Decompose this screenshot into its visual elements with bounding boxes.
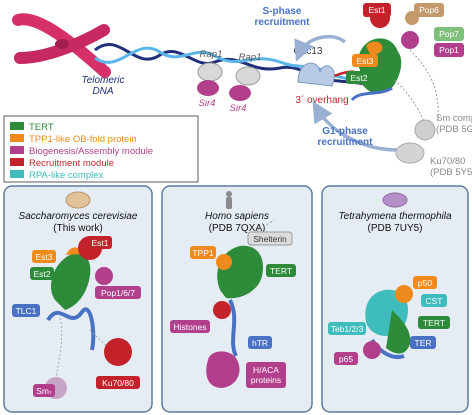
svg-text:Rap1: Rap1 [239,52,262,63]
tetrahymena-cell-icon [382,192,408,208]
legend-swatch [10,146,24,154]
svg-text:Ku70/80: Ku70/80 [102,378,134,388]
svg-text:Cdc13: Cdc13 [294,46,323,57]
panel-tetra-subtitle: (PDB 7UY5) [367,223,422,234]
svg-text:Pop6: Pop6 [419,5,439,15]
svg-text:TLC1: TLC1 [16,306,37,316]
svg-text:Pop7: Pop7 [439,29,459,39]
legend-label: TPP1-like OB-fold protein [29,134,137,145]
svg-text:Est1: Est1 [368,5,385,15]
panel-human-subtitle: (PDB 7QXA) [209,223,266,234]
svg-text:Ku70/80(PDB 5Y58): Ku70/80(PDB 5Y58) [430,156,472,178]
legend-label: RPA-like complex [29,170,104,181]
svg-text:Rap1: Rap1 [200,49,223,60]
est3-tag [352,54,378,67]
rap1-left: Rap1 [197,49,223,82]
pop7-tag [434,27,464,41]
svg-text:Pop1: Pop1 [439,45,459,55]
sir4-right: Sir4 [229,85,251,114]
svg-text:TERT: TERT [423,318,445,328]
legend-label: Biogenesis/Assembly module [29,146,153,157]
pop6-tag [414,3,444,17]
svg-text:Est2: Est2 [350,73,367,83]
legend-label: TERT [29,122,54,133]
svg-text:Est1: Est1 [91,238,108,248]
sir4-left: Sir4 [197,80,219,109]
svg-text:TER: TER [415,338,432,348]
rap1-right: Rap1 [235,52,262,86]
s-phase-arrow [294,34,347,62]
svg-text:hTR: hTR [252,338,268,348]
svg-text:Est3: Est3 [356,56,373,66]
svg-text:Sir4: Sir4 [230,103,247,114]
chromosome-icon [12,13,111,78]
sm-complex-top: Sm complex(PDB 5GAM) [414,113,472,141]
ku-complex-top: Ku70/80(PDB 5Y58) [395,142,472,178]
pop1-tag [434,43,464,57]
g1-phase-arrow [312,100,399,152]
legend-label: Recruitment module [29,158,114,169]
panel-yeast: Saccharomyces cerevisiae (This work) Est… [3,185,153,413]
svg-text:Sm complex(PDB 5GAM): Sm complex(PDB 5GAM) [436,113,472,135]
svg-text:p65: p65 [339,354,353,364]
panel-human-title: Homo sapiens [205,211,269,222]
svg-text:Est2: Est2 [33,269,50,279]
overhang-label: 3´ overhang [295,94,348,106]
est1-tag [363,3,391,17]
svg-text:TERT: TERT [270,266,292,276]
svg-text:Est3: Est3 [35,252,52,262]
legend-swatch [10,122,24,130]
yeast-cell-icon [65,191,91,209]
legend-swatch [10,170,24,178]
panel-yeast-subtitle: (This work) [53,223,102,234]
panel-yeast-title: Saccharomyces cerevisiae [19,211,138,222]
svg-text:Sm₇: Sm₇ [36,386,52,396]
est2-tag [346,71,372,84]
legend-swatch [10,134,24,142]
human-figure-icon [226,191,232,209]
svg-text:Histones: Histones [173,322,206,332]
svg-text:Pop1/6/7: Pop1/6/7 [101,288,135,298]
svg-text:TPP1: TPP1 [192,248,214,258]
panel-human: Homo sapiens (PDB 7QXA) Shelterin TPP1 T… [161,185,313,413]
svg-text:Teb1/2/3: Teb1/2/3 [331,324,364,334]
svg-text:CST: CST [426,296,443,306]
svg-text:p50: p50 [418,278,432,288]
panel-tetrahymena: Tetrahymena thermophila (PDB 7UY5) p50 C… [321,185,469,413]
panel-tetra-title: Tetrahymena thermophila [338,211,451,222]
legend-swatch [10,158,24,166]
svg-text:Shelterin: Shelterin [253,234,287,244]
svg-text:Sir4: Sir4 [199,98,216,109]
